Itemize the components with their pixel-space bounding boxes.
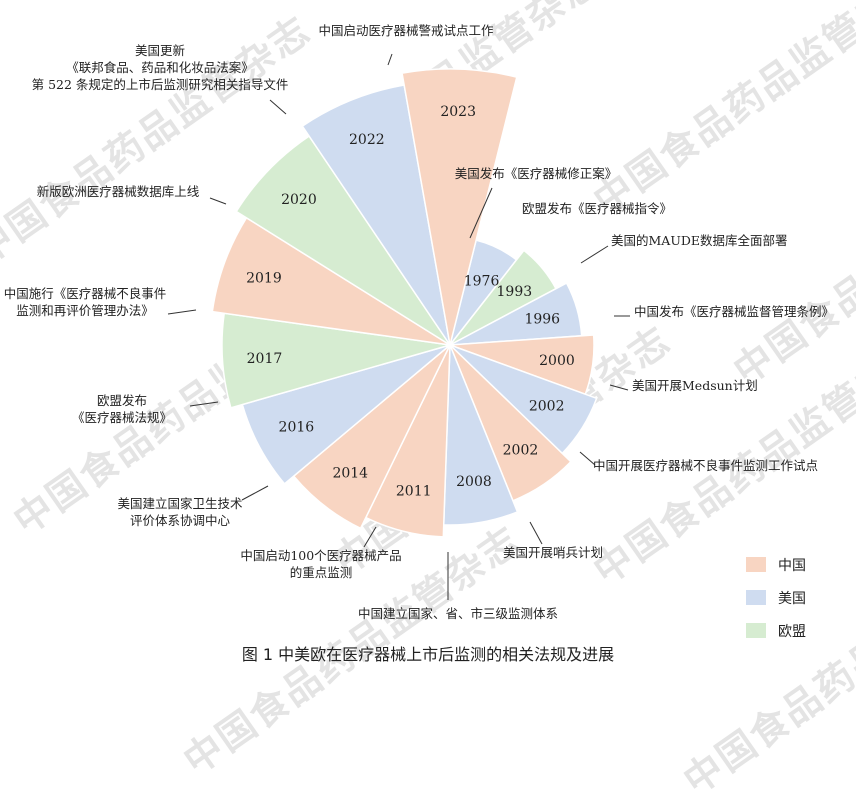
year-label-2019: 2019 bbox=[246, 270, 282, 286]
year-label-2016: 2016 bbox=[279, 420, 315, 436]
rose-petal-2023 bbox=[401, 68, 518, 346]
annotation-2022: 美国更新《联邦食品、药品和化妆品法案》第 522 条规定的上市后监测研究相关指导… bbox=[32, 43, 289, 92]
annotation-2014: 中国启动100个医疗器械产品的重点监测 bbox=[240, 548, 401, 580]
annotation-line: 中国建立国家、省、市三级监测体系 bbox=[358, 606, 558, 621]
annotation-line: 美国更新 bbox=[135, 43, 185, 58]
annotation-line: 的重点监测 bbox=[290, 565, 353, 580]
legend-label-china: 中国 bbox=[778, 557, 806, 574]
year-label-2023: 2023 bbox=[440, 104, 476, 120]
leader-line bbox=[241, 485, 269, 501]
annotation-2020: 新版欧洲医疗器械数据库上线 bbox=[37, 184, 200, 199]
legend-swatch-eu bbox=[746, 623, 766, 638]
year-label-2014: 2014 bbox=[332, 466, 368, 482]
leader-line bbox=[529, 521, 543, 545]
legend-swatch-usa bbox=[746, 590, 766, 605]
year-label-2008: 2008 bbox=[456, 474, 492, 490]
legend: 中国 美国 欧盟 bbox=[746, 548, 806, 647]
leader-line bbox=[609, 384, 629, 391]
annotation-2017: 欧盟发布《医疗器械法规》 bbox=[72, 393, 172, 425]
year-label-1976: 1976 bbox=[464, 273, 500, 289]
annotation-2019: 中国施行《医疗器械不良事件监测和再评价管理办法》 bbox=[4, 286, 167, 318]
legend-item-eu: 欧盟 bbox=[746, 614, 806, 647]
annotation-line: 美国开展哨兵计划 bbox=[503, 545, 603, 560]
annotation-2002: 中国开展医疗器械不良事件监测工作试点 bbox=[593, 458, 818, 473]
annotation-2008: 美国开展哨兵计划 bbox=[503, 545, 603, 560]
annotation-1976: 美国发布《医疗器械修正案》 bbox=[455, 166, 618, 181]
annotation-2011: 中国建立国家、省、市三级监测体系 bbox=[358, 606, 558, 621]
legend-item-usa: 美国 bbox=[746, 581, 806, 614]
year-label-2000: 2000 bbox=[539, 353, 575, 369]
leader-line bbox=[167, 309, 197, 315]
leader-line bbox=[469, 187, 493, 239]
annotation-line: 欧盟发布《医疗器械指令》 bbox=[522, 201, 672, 216]
annotation-2002: 美国开展Medsun计划 bbox=[632, 378, 758, 393]
annotation-1993: 欧盟发布《医疗器械指令》 bbox=[522, 201, 672, 216]
legend-swatch-china bbox=[746, 557, 766, 572]
annotation-line: 中国启动100个医疗器械产品 bbox=[240, 548, 401, 563]
annotation-line: 中国施行《医疗器械不良事件 bbox=[4, 286, 167, 301]
year-label-1996: 1996 bbox=[524, 312, 560, 328]
legend-label-usa: 美国 bbox=[778, 590, 806, 607]
year-label-2011: 2011 bbox=[396, 484, 432, 500]
annotation-2016: 美国建立国家卫生技术评价体系协调中心 bbox=[117, 496, 243, 528]
legend-label-eu: 欧盟 bbox=[778, 623, 806, 640]
year-label-1993: 1993 bbox=[497, 284, 533, 300]
annotation-line: 评价体系协调中心 bbox=[130, 513, 231, 528]
figure-caption: 图 1 中美欧在医疗器械上市后监测的相关法规及进展 bbox=[241, 645, 615, 664]
leader-line bbox=[363, 526, 377, 548]
annotation-line: 欧盟发布 bbox=[97, 393, 147, 408]
annotation-line: 《联邦食品、药品和化妆品法案》 bbox=[66, 60, 254, 75]
annotation-2000: 中国发布《医疗器械监督管理条例》 bbox=[634, 304, 834, 319]
annotation-line: 美国开展Medsun计划 bbox=[632, 378, 758, 393]
rose-petal-2022 bbox=[301, 84, 451, 346]
legend-item-china: 中国 bbox=[746, 548, 806, 581]
annotation-line: 美国发布《医疗器械修正案》 bbox=[455, 166, 618, 181]
annotation-line: 中国发布《医疗器械监督管理条例》 bbox=[634, 304, 834, 319]
annotation-line: 美国的MAUDE数据库全面部署 bbox=[611, 233, 788, 248]
year-label-2022: 2022 bbox=[349, 132, 385, 148]
leader-line bbox=[209, 197, 227, 205]
annotation-line: 新版欧洲医疗器械数据库上线 bbox=[37, 184, 200, 199]
annotation-line: 第 522 条规定的上市后监测研究相关指导文件 bbox=[32, 77, 289, 92]
leader-line bbox=[579, 451, 596, 466]
leader-line bbox=[189, 401, 219, 407]
annotation-2023: 中国启动医疗器械警戒试点工作 bbox=[318, 23, 494, 38]
annotation-line: 中国启动医疗器械警戒试点工作 bbox=[318, 23, 494, 38]
leader-line bbox=[269, 99, 287, 115]
year-label-2002: 2002 bbox=[529, 398, 565, 414]
year-label-2020: 2020 bbox=[281, 192, 317, 208]
annotation-line: 《医疗器械法规》 bbox=[72, 410, 172, 425]
annotation-line: 美国建立国家卫生技术 bbox=[117, 496, 243, 511]
annotation-1996: 美国的MAUDE数据库全面部署 bbox=[611, 233, 788, 248]
annotation-line: 中国开展医疗器械不良事件监测工作试点 bbox=[593, 458, 818, 473]
year-label-2002: 2002 bbox=[503, 442, 539, 458]
annotation-line: 监测和再评价管理办法》 bbox=[16, 303, 154, 318]
year-label-2017: 2017 bbox=[247, 351, 283, 367]
leader-line bbox=[387, 53, 393, 66]
leader-line bbox=[580, 245, 609, 264]
